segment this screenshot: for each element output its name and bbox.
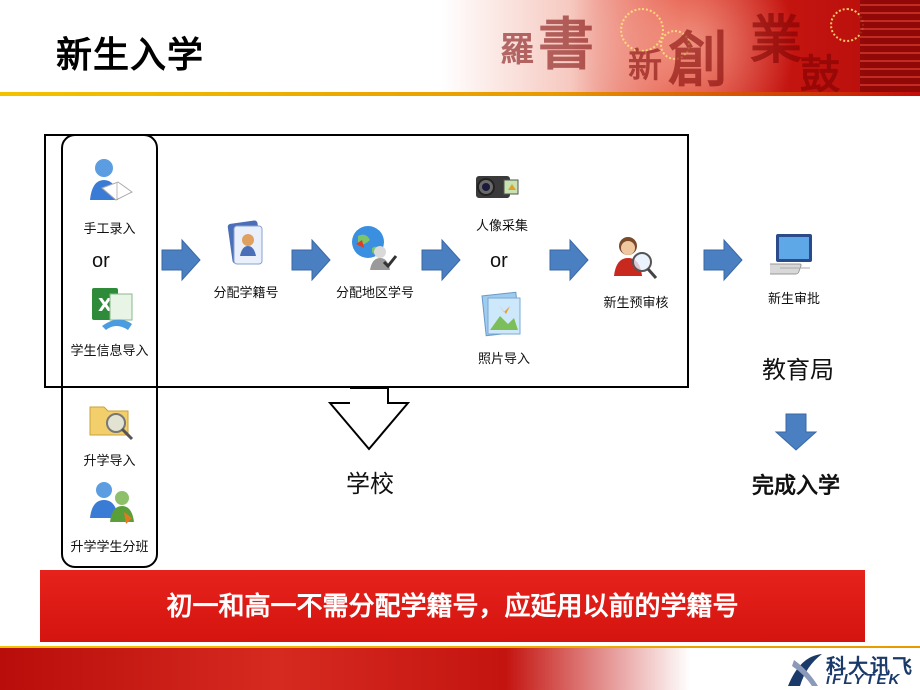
decor-char: 創 (668, 26, 728, 92)
assign-number-label: 分配学籍号 (213, 285, 279, 300)
school-callout-arrow (328, 387, 410, 451)
decor-char: 鼓 (800, 51, 840, 92)
or-label: or (92, 250, 110, 272)
photo-icon (481, 291, 521, 337)
class-assign-label: 升学学生分班 (70, 539, 149, 554)
decor-char: 新 (628, 46, 662, 86)
header-glow (560, 0, 820, 92)
building-decoration (860, 0, 920, 92)
decor-char: 業 (750, 10, 803, 71)
or-label: or (490, 250, 508, 272)
bureau-label: 教育局 (762, 357, 834, 384)
region-number-label: 分配地区学号 (335, 285, 414, 300)
folder-search-icon (89, 406, 134, 441)
photo-capture-label: 人像采集 (475, 218, 528, 233)
notice-banner (40, 570, 865, 642)
pre-review-label: 新生预审核 (603, 295, 669, 310)
page-title: 新生入学 (56, 34, 205, 75)
users-icon (90, 482, 134, 524)
logo-chinese: 科大讯飞 (826, 656, 914, 678)
notice-banner-text: 初一和高一不需分配学籍号，应延用以前的学籍号 (166, 591, 739, 621)
user-book-icon (90, 159, 133, 201)
iflytek-logo-icon (788, 654, 822, 686)
flow-arrow-right (549, 238, 589, 282)
student-import-label: 学生信息导入 (70, 343, 149, 358)
school-label: 学校 (346, 471, 394, 498)
excel-icon: X (92, 288, 133, 330)
id-card-icon (227, 220, 263, 265)
flow-arrow-right (421, 238, 461, 282)
decor-char: 羅 (500, 30, 534, 70)
user-search-icon (614, 237, 658, 279)
flow-arrow-right (291, 238, 331, 282)
footer-decoration (0, 648, 920, 690)
decor-char: 書 (538, 12, 594, 78)
camera-icon (476, 176, 519, 198)
flow-arrow-right (703, 238, 743, 282)
computer-icon (770, 234, 812, 275)
complete-enrollment-label: 完成入学 (752, 473, 841, 498)
final-review-label: 新生审批 (767, 291, 820, 306)
firework-decoration (620, 8, 664, 52)
promotion-import-label: 升学导入 (83, 453, 136, 468)
header-banner: 羅 書 新 創 業 鼓 新生入学 (0, 0, 920, 92)
svg-text:X: X (98, 295, 112, 316)
footer-divider (0, 646, 920, 649)
globe-user-icon (352, 226, 398, 270)
calligraphy-decoration: 羅 書 新 創 業 鼓 (500, 2, 860, 92)
photo-import-label: 照片导入 (477, 351, 530, 366)
flow-arrow-right (161, 238, 201, 282)
manual-entry-label: 手工录入 (83, 221, 136, 236)
header-divider (0, 92, 920, 96)
firework-decoration (660, 30, 690, 60)
entry-methods-frame (61, 134, 158, 568)
logo-english: iFLYTEK (826, 671, 902, 688)
flow-arrow-down (774, 413, 818, 451)
